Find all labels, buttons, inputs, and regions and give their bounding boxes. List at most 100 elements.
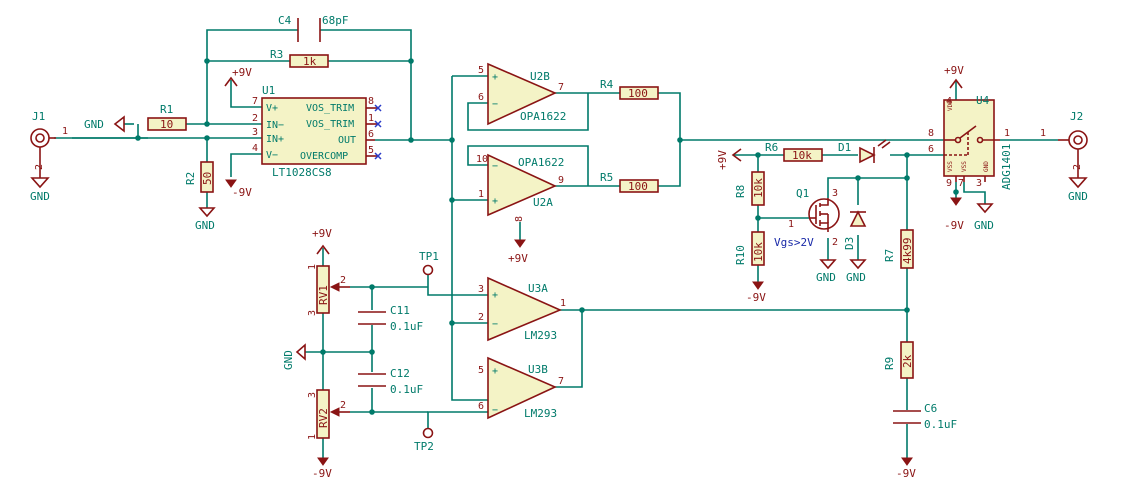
diode-d3: D3 GND — [843, 210, 867, 284]
u3b-ref: U3B — [528, 363, 548, 376]
r2-ref: R2 — [184, 172, 197, 185]
rv1-pin1: 1 — [307, 264, 318, 270]
u4-vdd-label: VDD — [947, 100, 954, 111]
u3a-pin3: 3 — [478, 284, 484, 295]
j1-pin1: 1 — [62, 126, 68, 137]
resistor-r3: 1k R3 — [270, 48, 329, 68]
j1-pin2: 2 — [34, 164, 45, 170]
u4-pin4: 4 — [946, 96, 952, 107]
u4-pin7: 7 — [958, 178, 964, 189]
u3a-ref: U3A — [528, 282, 548, 295]
u1-pin5: 5 — [368, 145, 374, 156]
no-connect-markers — [374, 104, 382, 160]
u1-pin3: 3 — [252, 127, 258, 138]
resistor-r10: 10k R10 -9V — [734, 231, 766, 304]
resistor-r1: 10 R1 — [147, 103, 187, 131]
mosfet-q1: Q1 1 3 2 Vgs>2V GND — [774, 187, 840, 284]
rv2-pin1: 1 — [307, 434, 318, 440]
c11-value: 0.1uF — [390, 320, 423, 333]
resistor-r6: +9V 10k R6 — [716, 141, 823, 170]
rv2-pin3: 3 — [307, 392, 318, 398]
u1-pin1: 1 — [368, 113, 374, 124]
comparator-u3b: + − 5 6 7 U3B LM293 — [478, 356, 564, 420]
c6-ref: C6 — [924, 402, 937, 415]
rv2-vbot: -9V — [312, 467, 332, 480]
tp2-ref: TP2 — [414, 440, 434, 453]
gnd-mid-label: GND — [282, 350, 295, 370]
u1-pin8: 8 — [368, 96, 374, 107]
u1-vp-label: V+ — [266, 103, 278, 114]
svg-text:+: + — [492, 72, 498, 83]
r10-ref: R10 — [734, 245, 747, 265]
r9-ref: R9 — [883, 357, 896, 370]
u1-vplus: +9V — [232, 66, 252, 79]
u3b-pin6: 6 — [478, 401, 484, 412]
c11-ref: C11 — [390, 304, 410, 317]
gnd-mid-symbol: GND — [282, 343, 306, 370]
d1-ref: D1 — [838, 141, 851, 154]
u4-pin9: 9 — [946, 178, 952, 189]
resistor-r7: 4k99 R7 — [883, 229, 914, 269]
rv2-ref: RV2 — [317, 408, 330, 428]
resistor-r2: 50 R2 GND — [184, 161, 216, 232]
u3b-pin7: 7 — [558, 376, 564, 387]
u2a-pin9: 9 — [558, 175, 564, 186]
r3-ref: R3 — [270, 48, 283, 61]
resistor-r5: 100 R5 — [600, 171, 659, 193]
potentiometer-rv2: RV2 2 3 1 -9V — [307, 389, 350, 480]
c6-vlabel: -9V — [896, 467, 916, 480]
potentiometer-rv1: +9V RV1 2 1 3 — [307, 227, 350, 316]
r10-vlabel: -9V — [746, 291, 766, 304]
u4-vss2-label: VSS — [961, 161, 968, 172]
r1-value: 10 — [160, 118, 173, 131]
u3b-pin5: 5 — [478, 365, 484, 376]
r3-value: 1k — [303, 55, 317, 68]
u4-pin8: 8 — [928, 128, 934, 139]
u4-pin6: 6 — [928, 144, 934, 155]
capacitor-c4: C4 68pF — [278, 14, 349, 42]
r5-ref: R5 — [600, 171, 613, 184]
c4-ref: C4 — [278, 14, 292, 27]
u1-pin7: 7 — [252, 96, 258, 107]
opamp-u2a: − + 10 1 9 8 OPA1622 U2A +9V — [476, 153, 564, 265]
r6-ref: R6 — [765, 141, 778, 154]
u1-vostrim1: VOS_TRIM — [306, 103, 354, 114]
u4-vss1-label: VSS — [947, 161, 954, 172]
tp1-ref: TP1 — [419, 250, 439, 263]
u3a-pin2: 2 — [478, 312, 484, 323]
q1-gnd: GND — [816, 271, 836, 284]
led-d1: D1 — [838, 139, 891, 164]
r4-ref: R4 — [600, 78, 614, 91]
u1-inm-label: IN− — [266, 120, 284, 131]
q1-pin1: 1 — [788, 219, 794, 230]
c6-value: 0.1uF — [924, 418, 957, 431]
capacitor-c11: C11 0.1uF — [358, 304, 423, 333]
u1-pin4: 4 — [252, 143, 258, 154]
j2-pin1: 1 — [1040, 128, 1046, 139]
u1-inp-label: IN+ — [266, 134, 284, 145]
r7-value: 4k99 — [901, 238, 914, 265]
resistor-r4: 100 R4 — [600, 78, 659, 100]
wires — [54, 29, 1058, 458]
r6-vlabel: +9V — [716, 150, 729, 170]
comparator-u3a: + − 3 2 1 U3A LM293 — [478, 276, 566, 342]
rv1-vtop: +9V — [312, 227, 332, 240]
svg-text:−: − — [492, 319, 498, 330]
r2-value: 50 — [201, 172, 214, 185]
q1-note: Vgs>2V — [774, 236, 814, 249]
r9-value: 2k — [901, 354, 914, 368]
u4-pin3: 3 — [976, 178, 982, 189]
u1-out-label: OUT — [338, 135, 356, 146]
opamp-u2b: + − 5 6 7 U2B OPA1622 — [478, 62, 566, 126]
u2a-ref: U2A — [533, 196, 553, 209]
u2b-pin6: 6 — [478, 92, 484, 103]
c4-value: 68pF — [322, 14, 349, 27]
opamp-u1: U1 LT1028CS8 +9V -9V 7 V+ 2 IN− 3 IN+ 4 … — [224, 66, 382, 199]
switch-u4: +9V VDD VSS VSS GND 4 8 6 1 9 7 3 U4 ADG… — [928, 64, 1013, 232]
u2a-pin1: 1 — [478, 189, 484, 200]
u4-ref: U4 — [976, 94, 990, 107]
r10-value: 10k — [752, 242, 765, 262]
resistor-r8: 10k R8 — [734, 171, 765, 206]
rv2-pin2: 2 — [340, 400, 346, 411]
r6-value: 10k — [792, 149, 812, 162]
